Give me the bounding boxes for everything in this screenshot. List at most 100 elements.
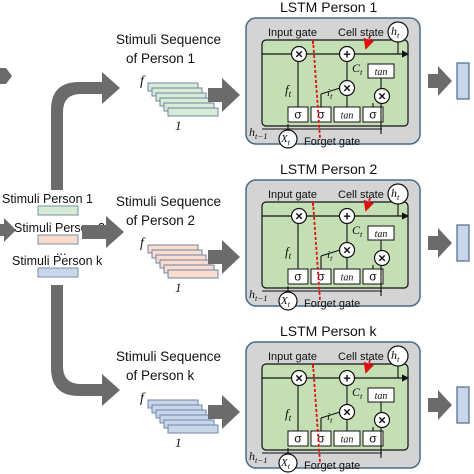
multiply-node-forget	[290, 45, 308, 63]
add-node	[338, 45, 356, 63]
lstm-output-arrow	[428, 390, 452, 420]
x-t-label: Xt	[280, 457, 291, 471]
add-node-symbol: +	[343, 371, 351, 386]
add-node-symbol: +	[343, 209, 351, 224]
multiply-node-input-symbol: ×	[343, 243, 351, 258]
candidate-tanh-gate-label: tan	[341, 435, 354, 446]
tanh-output-label: tan	[375, 229, 388, 240]
input-arrow-top	[0, 68, 12, 84]
tanh-output-label: tan	[375, 391, 388, 402]
stimuli-person-k-label: Stimuli Person k	[12, 254, 103, 268]
input-sigma-gate-label: σ	[317, 108, 325, 122]
c-t-label: Ct	[352, 61, 363, 77]
multiply-node-input-symbol: ×	[343, 405, 351, 420]
sequence-bar	[167, 424, 219, 434]
sequence-to-lstm-arrow	[208, 240, 240, 274]
sequence-to-lstm-arrow	[208, 395, 240, 429]
input-gate-label: Input gate	[268, 351, 317, 363]
output-box	[456, 224, 470, 262]
input-gate-label: Input gate	[268, 189, 317, 201]
add-node-symbol: +	[343, 47, 351, 62]
input-sigma-gate-label: σ	[317, 432, 325, 446]
h-prev-label: ht−1	[249, 449, 268, 465]
add-node	[338, 369, 356, 387]
lstm-output-arrow	[428, 66, 452, 96]
branch-arrow-down	[51, 285, 120, 406]
sequence-f-label: f	[140, 391, 146, 406]
sequence-one-label: 1	[175, 118, 182, 133]
multiply-node-output-symbol: ×	[378, 89, 386, 104]
c-t-label: Ct	[352, 385, 363, 401]
left-input-group: Stimuli Person 1 Stimuli Person 2 ... St…	[0, 68, 105, 278]
f-t-label: ft	[285, 406, 292, 424]
add-node	[338, 207, 356, 225]
f-t-label: ft	[285, 244, 292, 262]
sequence-group-3: Stimuli Sequence of Person k f 1	[116, 349, 240, 450]
sequence-f-label: f	[140, 236, 146, 251]
lstm-block-3: LSTM Person k Input gate Cell state ht × + × × t…	[245, 323, 470, 473]
multiply-node-input-symbol: ×	[343, 81, 351, 96]
output-box	[456, 62, 470, 100]
forget-gate-indicator	[312, 39, 321, 139]
forget-sigma-gate-label: σ	[294, 270, 302, 284]
multiply-node-forget-symbol: ×	[295, 371, 303, 386]
input-sigma-gate-label: σ	[317, 270, 325, 284]
forget-gate-label: Forget gate	[304, 460, 360, 472]
forget-gate-label: Forget gate	[304, 298, 360, 310]
multiply-node-output	[373, 411, 391, 429]
output-sigma-gate-label: σ	[369, 432, 377, 446]
forget-sigma-gate-label: σ	[294, 432, 302, 446]
forget-gate-indicator	[312, 363, 321, 463]
lstm-title: LSTM Person 1	[280, 0, 377, 15]
multiply-node-output-symbol: ×	[378, 251, 386, 266]
forget-gate-label: Forget gate	[304, 136, 360, 148]
f-t-label: ft	[285, 82, 292, 100]
multiply-node-output	[373, 87, 391, 105]
sequence-title-line1: Stimuli Sequence	[116, 349, 221, 364]
sequence-one-label: 1	[175, 280, 182, 295]
h-prev-label: ht−1	[249, 125, 268, 141]
sequence-to-lstm-arrow	[208, 78, 240, 112]
branch-arrow-middle	[82, 216, 124, 248]
cell-state-indicator	[363, 359, 374, 374]
h-t-label: ht	[391, 186, 400, 202]
candidate-tanh-gate-label: tan	[341, 273, 354, 284]
lstm-title: LSTM Person k	[280, 323, 377, 339]
h-t-label: ht	[391, 348, 400, 364]
cell-connector	[320, 87, 341, 95]
stimuli-person-1-bar	[37, 205, 79, 216]
output-sigma-gate-label: σ	[369, 108, 377, 122]
cell-state-label: Cell state	[338, 27, 384, 39]
sequence-bar	[167, 107, 219, 117]
multiply-node-output-symbol: ×	[378, 413, 386, 428]
sequence-one-label: 1	[175, 435, 182, 450]
tanh-output-label: tan	[375, 67, 388, 78]
x-t-input-node	[278, 453, 298, 473]
x-t-input-node	[278, 291, 298, 311]
cell-connector	[320, 249, 341, 257]
cell-state-indicator	[363, 35, 374, 50]
lstm-output-arrow	[428, 228, 452, 258]
sequence-bar	[167, 269, 219, 279]
multiply-node-forget-symbol: ×	[295, 47, 303, 62]
multiply-node-forget	[290, 369, 308, 387]
sequence-title-line1: Stimuli Sequence	[116, 194, 221, 209]
sequence-title-line2: of Person k	[126, 368, 195, 383]
x-t-label: Xt	[280, 295, 291, 309]
cell-state-indicator	[363, 197, 374, 212]
c-t-label: Ct	[352, 223, 363, 239]
sequence-f-label: f	[140, 74, 146, 89]
forget-gate-indicator	[312, 201, 321, 301]
cell-state-label: Cell state	[338, 351, 384, 363]
multiply-node-forget	[290, 207, 308, 225]
stimuli-ellipsis: ...	[56, 244, 66, 258]
cell-connector	[320, 411, 341, 419]
i-t-label: it	[327, 411, 333, 425]
